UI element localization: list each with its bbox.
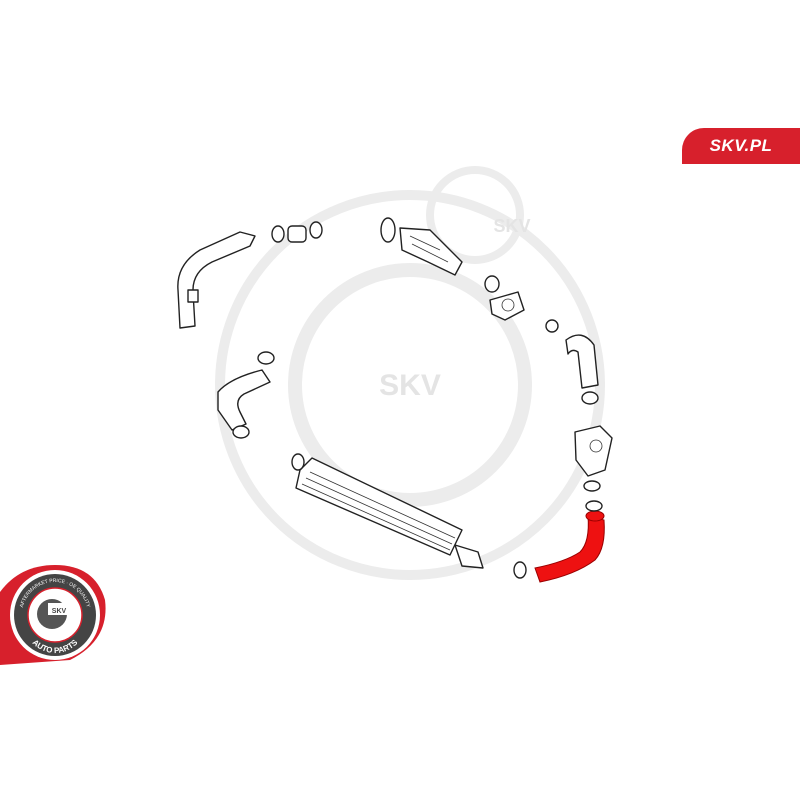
watermark-gear-small: SKV xyxy=(426,166,531,264)
skv-site-label: SKV.PL xyxy=(682,128,800,164)
clamp-coupler-set xyxy=(271,221,323,243)
throttle-body xyxy=(484,275,525,321)
left-hose xyxy=(217,351,275,439)
upper-right-hose xyxy=(545,319,599,405)
skv-auto-parts-badge: SKV AFTERMARKET PRICE · OE QUALITY AUTO … xyxy=(0,565,106,665)
intake-manifold xyxy=(380,217,463,276)
connector-flange xyxy=(574,425,613,492)
watermark-text: SKV xyxy=(379,369,441,402)
watermark-gear-large: SKV xyxy=(215,190,605,580)
metal-pipe xyxy=(177,231,256,329)
hose-clamp xyxy=(585,500,603,512)
badge-center-text: SKV xyxy=(52,608,67,615)
watermark-text-small: SKV xyxy=(493,216,530,236)
hose-clamp xyxy=(513,561,527,579)
highlighted-charge-air-hose xyxy=(534,510,605,583)
intercooler xyxy=(291,453,484,569)
